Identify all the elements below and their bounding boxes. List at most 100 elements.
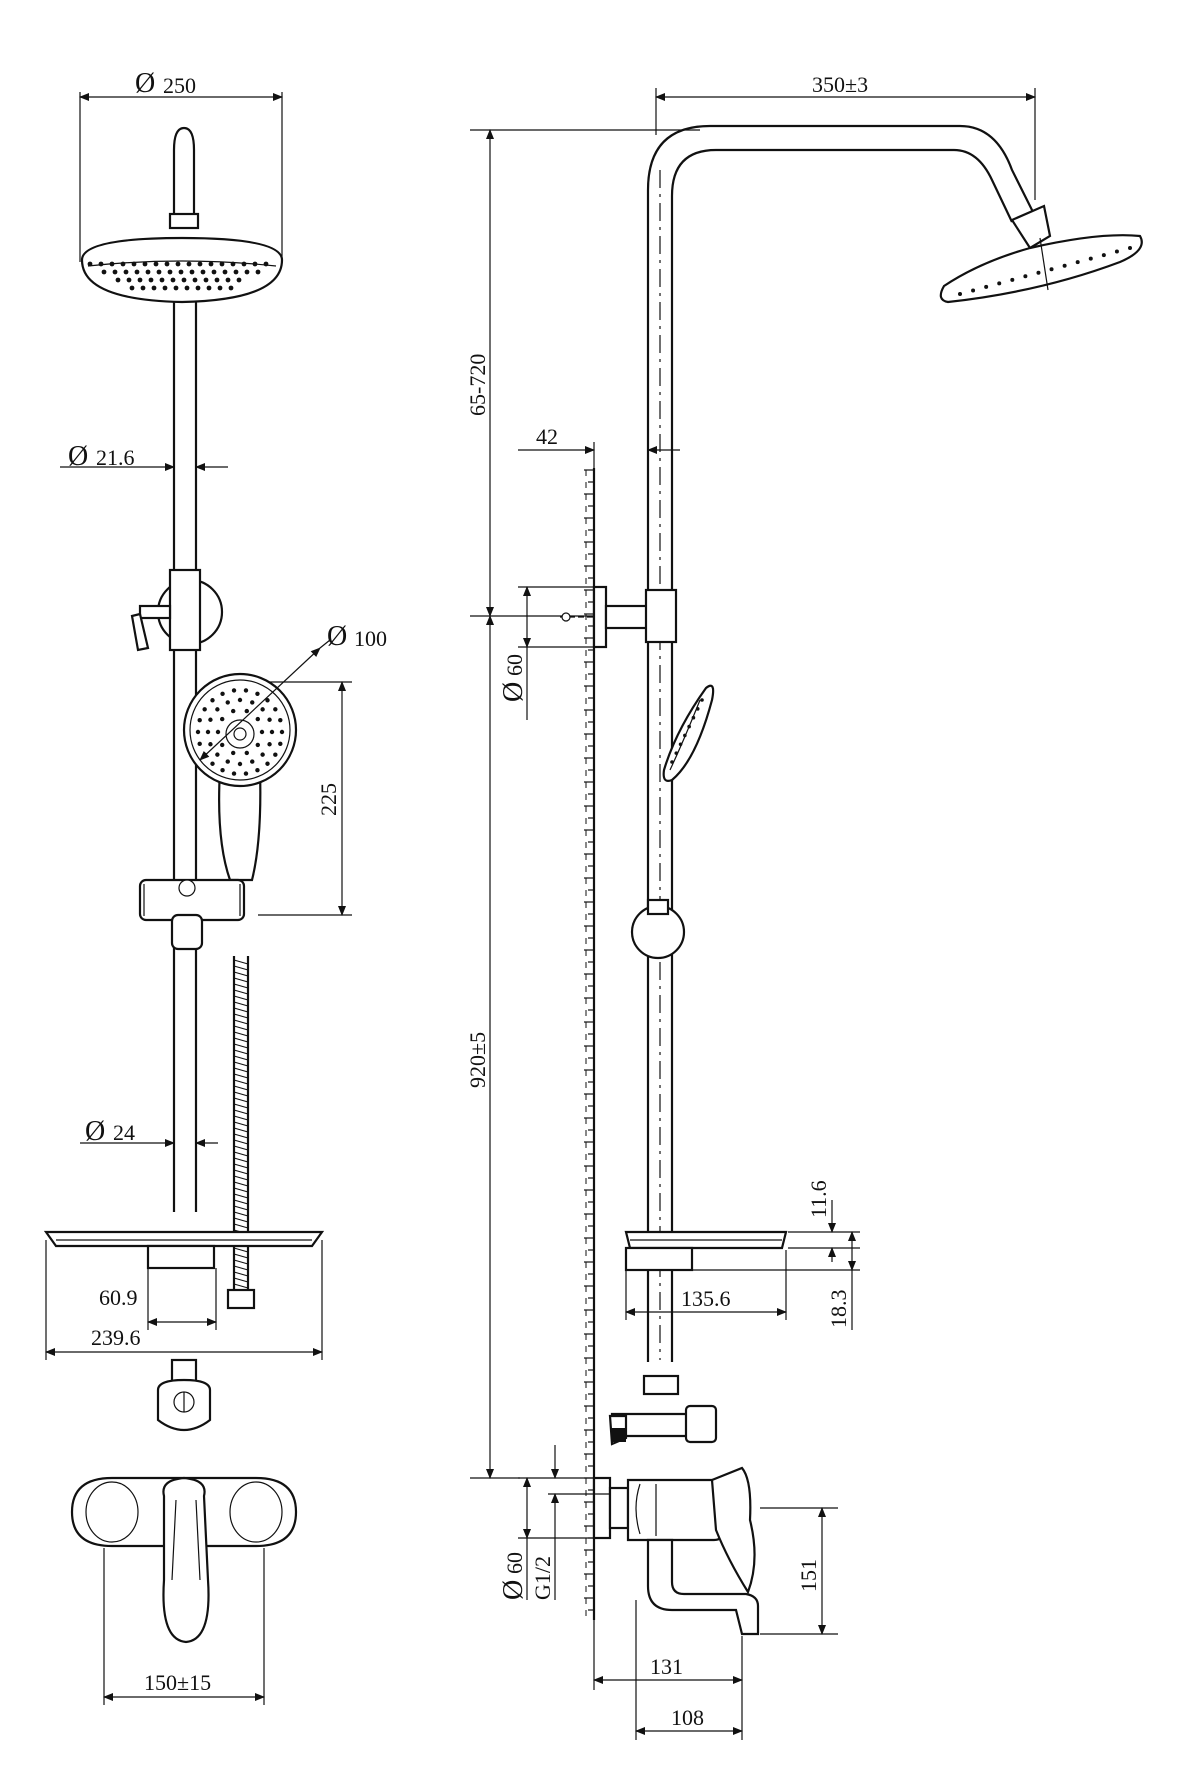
hose-coil-line [233, 1025, 249, 1031]
nozzle-dot [259, 729, 265, 735]
nozzle-dot [162, 285, 168, 291]
nozzle-dot [211, 269, 217, 275]
dim-mixer-centers: 150±15 [103, 1548, 265, 1705]
nozzle-dot [278, 717, 283, 723]
dim-pipe-upper-diameter: Ø 21.6 [60, 441, 228, 472]
dim-pipe-lower-diameter: Ø 24 [80, 1116, 218, 1147]
nozzle-dot [231, 708, 236, 714]
side-view: 350±3 65-720 920±5 42 [465, 72, 1143, 1740]
hose-coil-line [233, 983, 249, 989]
nozzle-dot [273, 752, 278, 757]
nozzle-dot [98, 261, 104, 267]
nozzle-dot [129, 285, 135, 291]
nozzle-dot [691, 715, 696, 720]
dim-shelf-depth: 135.6 [625, 1250, 787, 1320]
diameter-symbol: Ø [498, 682, 529, 702]
nozzle-dot [156, 269, 162, 275]
diameter-symbol: Ø [135, 68, 155, 99]
dim-shelf-thickness: 11.6 [788, 1180, 860, 1262]
nozzle-dot [164, 261, 170, 267]
dim-label: 239.6 [91, 1325, 141, 1350]
nozzle-dot [997, 281, 1002, 286]
hand-shower-side-nozzles [670, 698, 704, 764]
dim-rain-head-diameter: Ø 250 [79, 68, 283, 262]
nozzle-dot [217, 285, 223, 291]
nozzle-dot [137, 277, 143, 283]
diverter-front [156, 1358, 212, 1432]
hose-coil-line [233, 1133, 249, 1139]
dim-label: 60 [502, 654, 527, 676]
dim-inlet-thread: G1/2 [530, 1445, 610, 1600]
nozzle-dot [200, 269, 206, 275]
dim-spout-body: 108 [635, 1600, 743, 1740]
nozzle-dot [244, 708, 249, 714]
dim-label: 60 [502, 1552, 527, 1574]
nozzle-dot [687, 724, 691, 729]
dim-height-adjust: 65-720 [465, 129, 700, 617]
slider-holder-front [138, 878, 246, 951]
rain-shower-head-front [80, 236, 284, 304]
nozzle-dot [195, 285, 201, 291]
dim-shelf-gap: 18.3 [692, 1231, 860, 1330]
nozzle-dot [244, 269, 250, 275]
nozzle-dot [231, 688, 237, 693]
nozzle-dot [700, 698, 704, 702]
hose-coil-line [233, 1037, 249, 1043]
nozzle-dot [145, 269, 151, 275]
nozzle-dot [197, 741, 202, 747]
nozzle-dot [260, 707, 265, 712]
dim-shelf-offset: 60.9 [99, 1246, 217, 1330]
rain-head-nozzles [87, 261, 269, 291]
nozzle-dot [1062, 263, 1067, 268]
dim-hand-shower-diameter: Ø 100 [199, 621, 387, 761]
nozzle-dot [237, 761, 243, 767]
nozzle-dot [255, 768, 260, 773]
nozzle-dot [228, 285, 234, 291]
hose-coil-line [233, 1283, 249, 1289]
dim-label: 24 [113, 1120, 135, 1145]
nozzle-dot [255, 269, 261, 275]
nozzle-dot [112, 269, 118, 275]
hose-coil-line [233, 1211, 249, 1217]
nozzle-dot [255, 742, 260, 748]
rain-head-side-nozzles [958, 246, 1132, 296]
nozzle-dot [210, 698, 215, 703]
nozzle-dot [220, 691, 225, 696]
dim-label: 225 [316, 783, 341, 816]
nozzle-dot [202, 707, 207, 712]
nozzle-dot [205, 729, 211, 735]
nozzle-dot [197, 261, 203, 267]
dim-label: 350±3 [812, 72, 868, 97]
dim-label: 151 [796, 1559, 821, 1592]
dim-arm-reach: 350±3 [655, 72, 1036, 200]
diverter-side [608, 1374, 718, 1446]
nozzle-dot [186, 261, 192, 267]
nozzle-dot [250, 759, 255, 764]
nozzle-dot [181, 277, 187, 283]
nozzle-dot [1114, 249, 1119, 254]
diameter-symbol: Ø [68, 441, 88, 472]
nozzle-dot [151, 285, 157, 291]
top-riser-stub [172, 126, 196, 218]
hose-coil-line [233, 1259, 249, 1265]
hose-coil-line [233, 1199, 249, 1205]
hose-coil-line [233, 1247, 249, 1253]
dim-label: 920±5 [465, 1032, 490, 1088]
nozzle-dot [255, 716, 260, 722]
hose-coil-line [233, 1097, 249, 1103]
hose-coil-line [233, 1181, 249, 1187]
nozzle-dot [273, 707, 278, 712]
nozzle-dot [109, 261, 115, 267]
nozzle-dot [683, 733, 687, 738]
shelf-front [43, 1230, 325, 1270]
hose-coil-line [233, 1127, 249, 1133]
dim-label: 131 [650, 1654, 683, 1679]
nozzle-dot [252, 261, 258, 267]
nozzle-dot [184, 285, 190, 291]
nozzle-dot [170, 277, 176, 283]
dim-label: 11.6 [806, 1180, 831, 1218]
hose-coil-line [233, 1115, 249, 1121]
diameter-symbol: Ø [498, 1580, 529, 1600]
hose-coil-line [233, 1139, 249, 1145]
